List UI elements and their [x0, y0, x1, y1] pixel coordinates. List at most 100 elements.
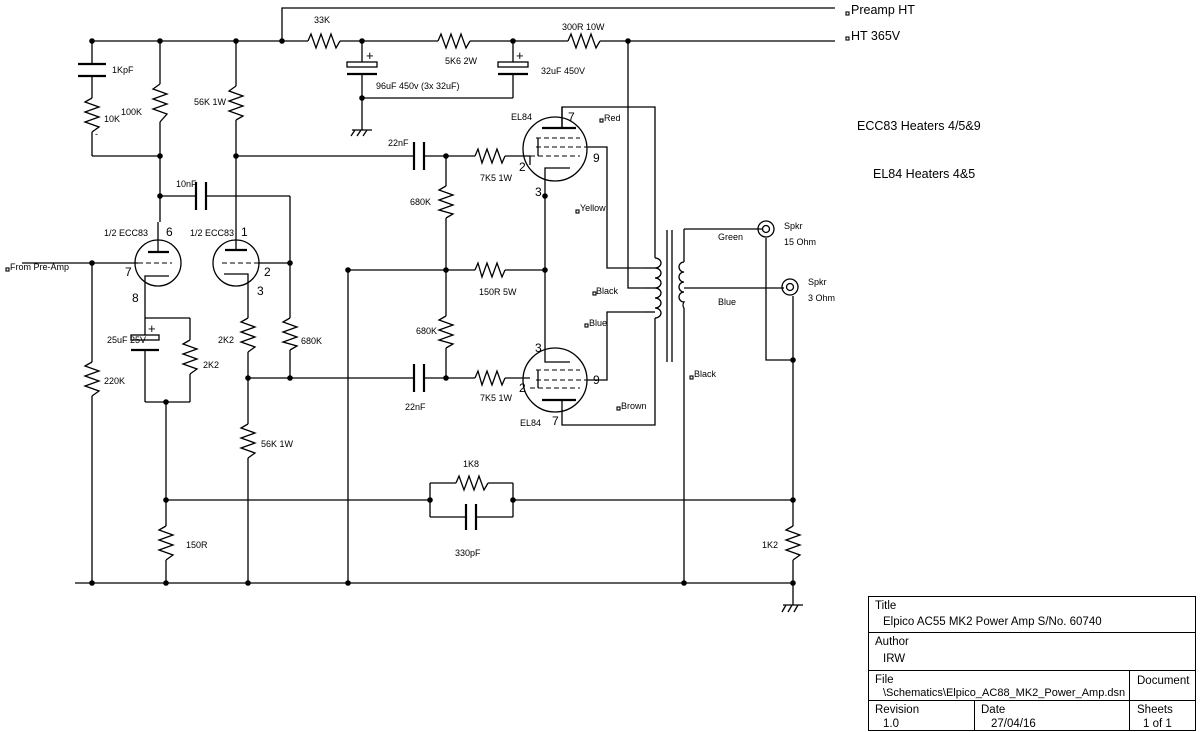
file-row: File \Schematics\Elpico_AC88_MK2_Power_A… [869, 671, 1195, 701]
label-10k: 10K [104, 114, 120, 124]
svg-text:+: + [516, 48, 524, 63]
output-transformer [645, 230, 686, 362]
title-value: Elpico AC55 MK2 Power Amp S/No. 60740 [883, 616, 1102, 628]
label-680k-right: 680K [301, 336, 322, 346]
wires [22, 7, 835, 605]
resistor-680k-mid [436, 315, 455, 349]
resistor-1k8 [455, 474, 489, 492]
label-33k: 33K [314, 15, 330, 25]
label-from-preamp: From Pre-Amp [10, 262, 69, 272]
capacitors: + + + [78, 48, 529, 530]
label-spkr-2-impedance: 3 Ohm [808, 293, 835, 303]
capacitor-25uf: + [130, 321, 160, 352]
label-220k: 220K [104, 376, 125, 386]
note-el84-heaters: EL84 Heaters 4&5 [873, 167, 975, 181]
resistor-680k-right [280, 317, 299, 351]
capacitor-1kpf [78, 62, 106, 78]
label-2k2-tail: 2K2 [218, 335, 234, 345]
resistor-2k2-cathode [181, 339, 199, 375]
capacitor-10nf [194, 182, 208, 210]
pin-numbers: 7 6 8 2 1 3 2 7 9 3 2 7 9 3 [125, 110, 600, 428]
pin-v1b-grid: 2 [264, 265, 271, 279]
pin-el-top-cathode: 3 [535, 185, 542, 199]
label-wire-black-a: Black [596, 286, 619, 296]
label-wire-blue-a: Blue [589, 318, 607, 328]
pin-el-bottom-g2: 9 [593, 373, 600, 387]
label-150r: 150R [186, 540, 208, 550]
label-5k6: 5K6 2W [445, 56, 478, 66]
file-label: File [875, 674, 894, 686]
pin-v1a-grid: 7 [125, 265, 132, 279]
label-wire-brown: Brown [621, 401, 647, 411]
title-block: Title Elpico AC55 MK2 Power Amp S/No. 60… [868, 596, 1196, 731]
pin-el-top-g2: 9 [593, 151, 600, 165]
label-ecc83-right: 1/2 ECC83 [190, 228, 234, 238]
resistor-56k-top [227, 85, 245, 121]
label-7k5-top: 7K5 1W [480, 173, 513, 183]
capacitor-22nf-bottom [412, 364, 426, 392]
label-25uf: 25uF 25V [107, 335, 146, 345]
label-ecc83-left: 1/2 ECC83 [104, 228, 148, 238]
pin-v1b-cathode: 3 [257, 284, 264, 298]
pin-el-bottom-grid: 2 [519, 381, 526, 395]
label-680k-mid: 680K [416, 326, 437, 336]
svg-text:+: + [148, 321, 156, 336]
label-10nf: 10nF [176, 179, 197, 189]
resistors [83, 32, 802, 561]
ground-symbol-bottom [781, 604, 803, 613]
label-spkr-1-impedance: 15 Ohm [784, 237, 816, 247]
author-label: Author [875, 636, 909, 648]
pin-el-top-plate: 7 [568, 110, 575, 124]
capacitor-22nf-top [412, 142, 426, 170]
tube-ecc83-left [134, 222, 182, 290]
ground-symbol-top [350, 129, 372, 137]
document-label: Document [1137, 675, 1190, 687]
resistor-10k [83, 97, 101, 133]
svg-text:+: + [366, 48, 374, 63]
resistor-150r-5w [474, 261, 506, 280]
label-el84-top: EL84 [511, 112, 532, 122]
pin-v1b-plate: 1 [241, 225, 248, 239]
title-label: Title [875, 600, 897, 612]
label-el84-bottom: EL84 [520, 418, 541, 428]
resistor-33k [307, 32, 341, 50]
label-56k-top: 56K 1W [194, 97, 227, 107]
label-22nf-top: 22nF [388, 138, 409, 148]
author-value: IRW [883, 653, 906, 665]
label-100k: 100K [121, 107, 142, 117]
resistor-1k2 [784, 525, 802, 561]
label-wire-blue-b: Blue [718, 297, 736, 307]
capacitor-32uf: + [497, 48, 529, 76]
date-value: 27/04/16 [991, 718, 1036, 730]
label-32uf: 32uF 450V [541, 66, 585, 76]
label-spkr-2: Spkr [808, 277, 827, 287]
revision-label: Revision [875, 704, 920, 716]
component-labels: Preamp HT HT 365V 33K 5K6 2W 300R 10W 96… [10, 3, 915, 558]
resistor-7k5-top [474, 147, 506, 166]
author-row: Author IRW [869, 633, 1195, 671]
label-7k5-bottom: 7K5 1W [480, 393, 513, 403]
sheets-value: 1 of 1 [1143, 718, 1172, 730]
pin-el-top-grid: 2 [519, 160, 526, 174]
resistor-220k [83, 361, 101, 397]
tube-el84-bottom [522, 347, 588, 413]
title-row: Title Elpico AC55 MK2 Power Amp S/No. 60… [869, 597, 1195, 633]
label-preamp-ht: Preamp HT [851, 3, 915, 17]
label-wire-red: Red [604, 113, 621, 123]
resistor-150r [157, 525, 175, 561]
label-300r: 300R 10W [562, 22, 605, 32]
label-spkr-1: Spkr [784, 221, 803, 231]
speaker-jack-3ohm [781, 278, 799, 296]
note-ecc83-heaters: ECC83 Heaters 4/5&9 [857, 119, 981, 133]
terminal-markers [5, 11, 850, 411]
label-minus: - [95, 129, 98, 139]
resistor-7k5-bottom [474, 369, 506, 388]
label-680k-top: 680K [410, 197, 431, 207]
resistor-680k-top [436, 185, 455, 219]
file-value: \Schematics\Elpico_AC88_MK2_Power_Amp.ds… [883, 687, 1126, 699]
label-wire-yellow: Yellow [580, 203, 606, 213]
resistor-5k6 [437, 32, 471, 50]
resistor-56k-bottom [239, 423, 257, 459]
capacitor-330pf [464, 504, 478, 530]
